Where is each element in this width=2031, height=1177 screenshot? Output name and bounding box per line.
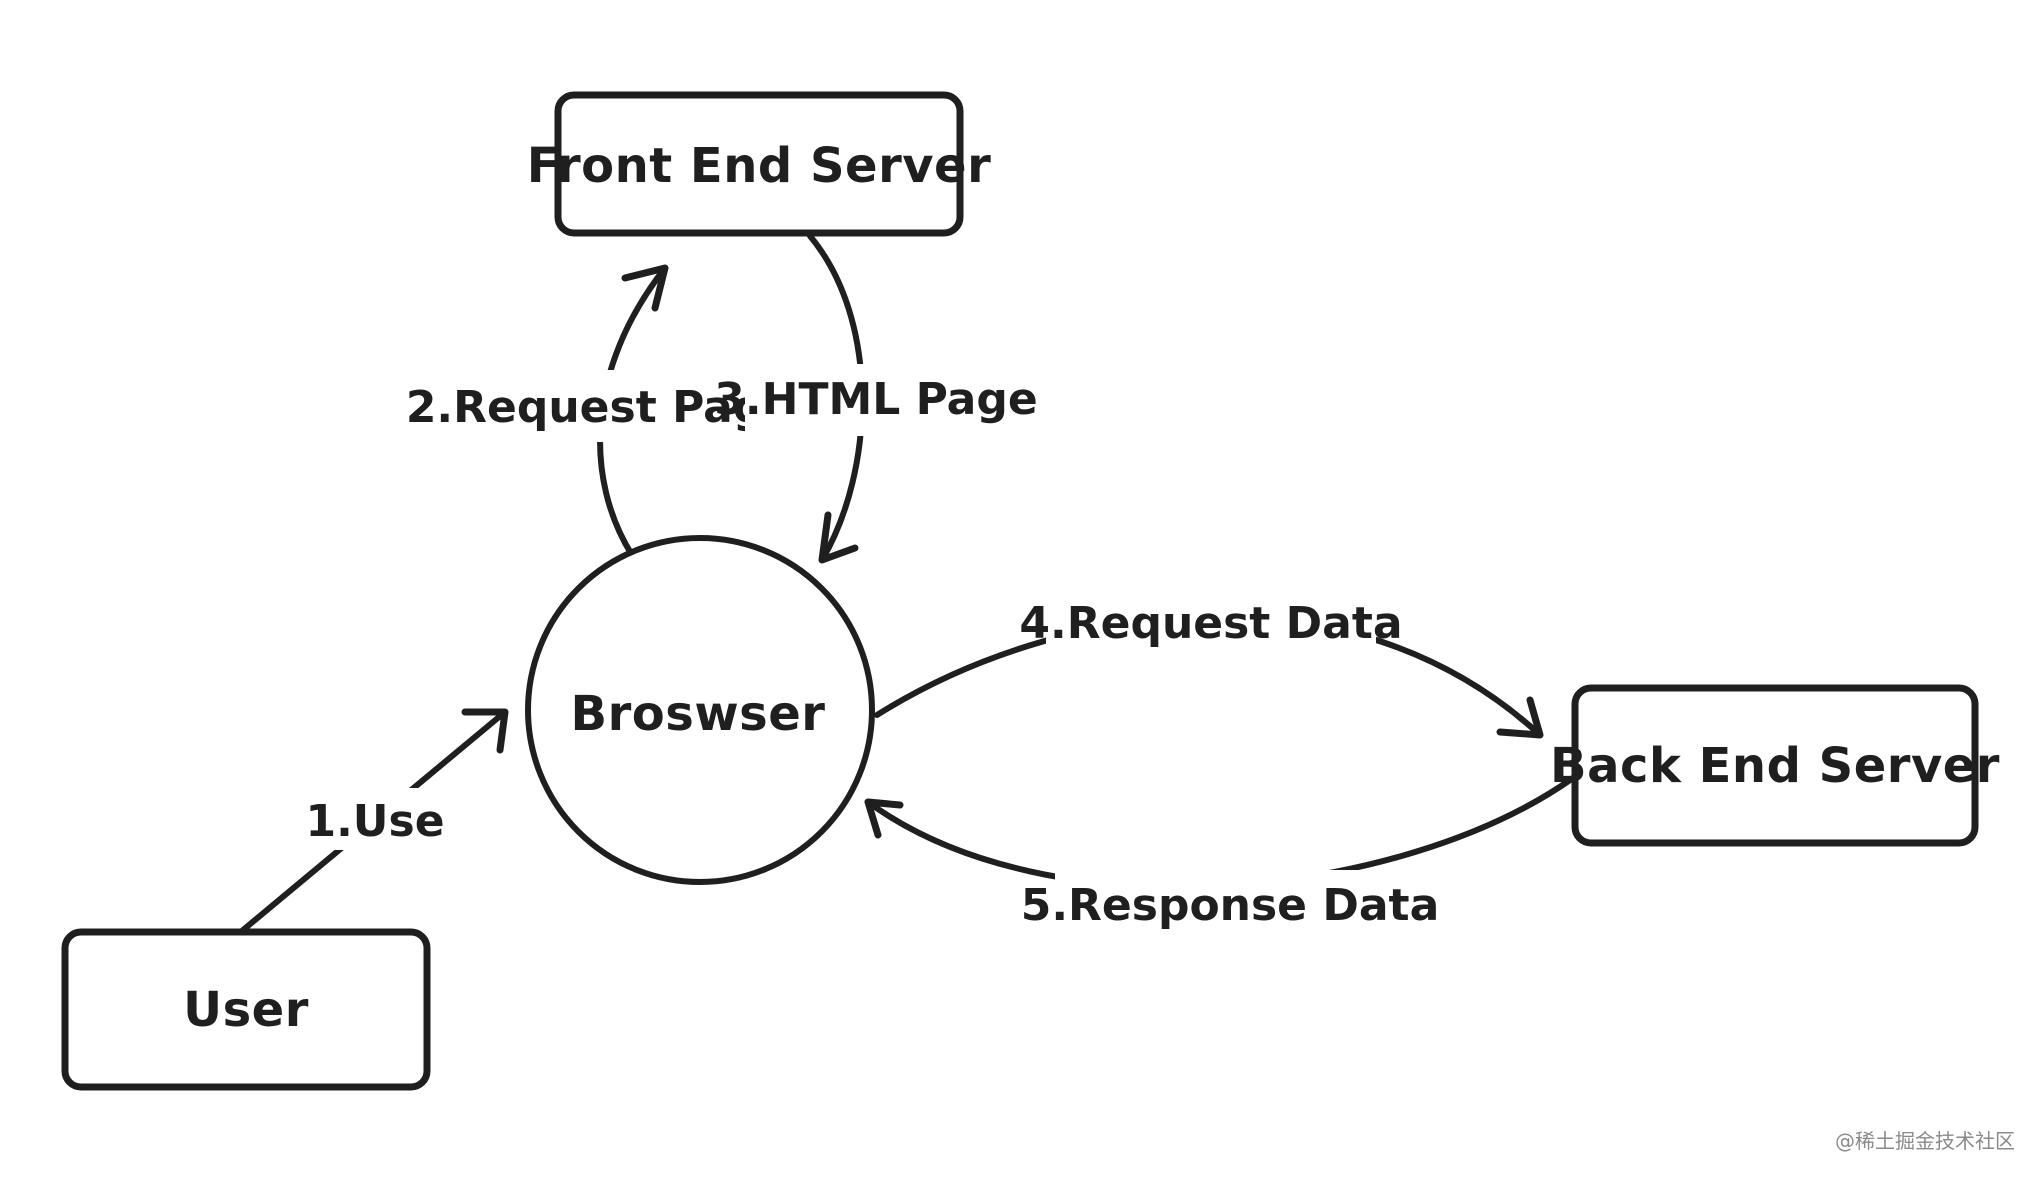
- back-end-server-label: Back End Server: [1550, 738, 2000, 794]
- arrowhead-icon: [461, 708, 509, 754]
- arrowhead-icon: [1496, 696, 1544, 739]
- edge-label-response-data: 5.Response Data: [1021, 880, 1440, 931]
- browser-label: Broswser: [571, 686, 826, 742]
- edge-label-request-data-group: 4.Request Data: [1019, 588, 1403, 660]
- node-back-end-server: Back End Server: [1550, 684, 2000, 847]
- node-user: User: [61, 928, 431, 1091]
- edge-label-request-page-group: 2.Request Page: [406, 370, 794, 442]
- node-browser: Broswser: [525, 535, 875, 885]
- edge-label-request-data: 4.Request Data: [1019, 598, 1402, 649]
- user-label: User: [183, 982, 309, 1038]
- front-end-server-label: Front End Server: [527, 138, 992, 194]
- arrowhead-icon: [864, 798, 904, 839]
- watermark-text: @稀土掘金技术社区: [1835, 1129, 2015, 1153]
- edge-label-use: 1.Use: [305, 796, 444, 847]
- edge-label-html-page: 3.HTML Page: [714, 374, 1037, 425]
- arrowhead-icon: [621, 264, 669, 312]
- node-front-end-server: Front End Server: [527, 91, 992, 237]
- arrowhead-icon: [818, 511, 859, 564]
- edge-label-use-group: 1.Use: [305, 788, 445, 850]
- edge-label-request-page: 2.Request Page: [406, 382, 794, 433]
- edge-label-response-data-group: 5.Response Data: [1021, 870, 1440, 942]
- edge-label-html-page-group: 3.HTML Page: [714, 364, 1038, 436]
